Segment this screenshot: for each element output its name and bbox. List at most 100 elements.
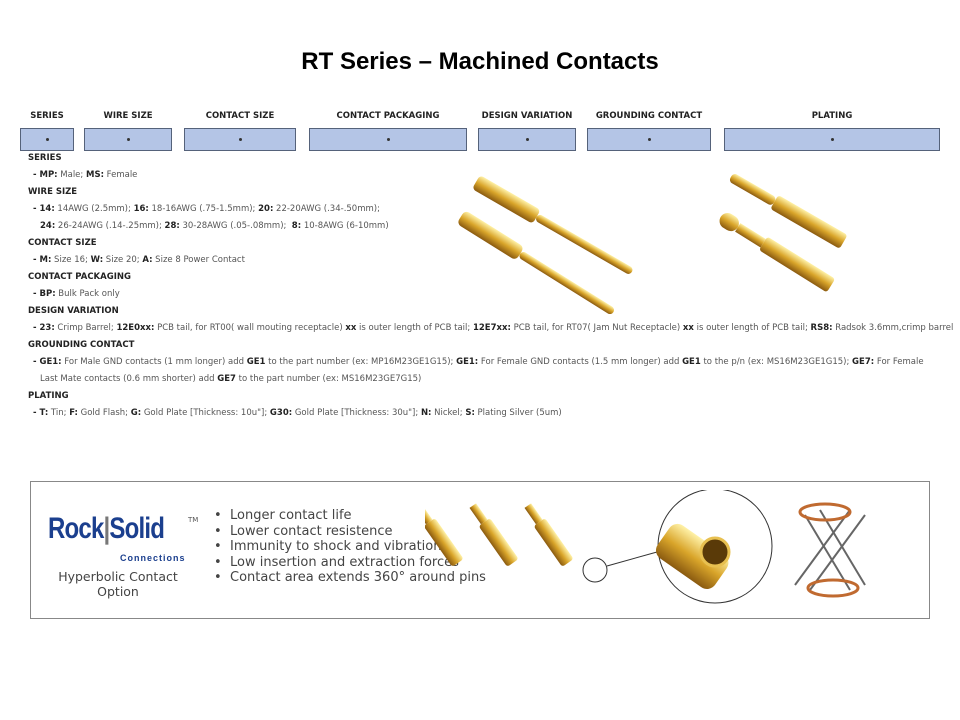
code-description: Bulk Pack only xyxy=(55,289,120,299)
code-description: is outer length of PCB tail; xyxy=(356,323,473,333)
code-label: MS: xyxy=(85,170,104,180)
field-header-design-variation: DESIGN VARIATION xyxy=(481,111,573,121)
code-label: 24: xyxy=(40,221,56,231)
page-title: RT Series – Machined Contacts xyxy=(301,48,659,75)
code-label: - MP: xyxy=(33,170,58,180)
section-line: - BP: Bulk Pack only xyxy=(33,289,120,299)
bullet-item: Lower contact resistence xyxy=(214,524,486,540)
code-label: N: xyxy=(420,408,432,418)
bullet-item: Low insertion and extraction forces xyxy=(214,555,486,571)
section-line: - GE1: For Male GND contacts (1 mm longe… xyxy=(33,357,924,367)
logo-connections: Connections xyxy=(120,553,186,563)
section-line: - MP: Male; MS: Female xyxy=(33,170,137,180)
code-label: - BP: xyxy=(33,289,56,299)
code-label: - M: xyxy=(33,255,52,265)
section-heading: PLATING xyxy=(28,391,69,401)
logo-trademark: TM xyxy=(188,516,199,524)
code-label: 16: xyxy=(133,204,149,214)
code-label: 28: xyxy=(164,221,180,231)
field-header-grounding-contact: GROUNDING CONTACT xyxy=(595,111,703,121)
rocksolid-logo: Rock|Solid xyxy=(48,512,165,545)
code-description: Size 20; xyxy=(103,255,143,265)
code-description: Gold Flash; xyxy=(77,408,131,418)
code-label: GE1 xyxy=(682,357,701,367)
code-description: to the part number (ex: MS16M23GE7G15) xyxy=(235,374,422,384)
code-description: Tin; xyxy=(48,408,70,418)
section-line: Last Mate contacts (0.6 mm shorter) add … xyxy=(40,374,421,384)
hyperbolic-contact-panel xyxy=(30,481,930,619)
code-description: 30-28AWG (.05-.08mm); xyxy=(179,221,292,231)
code-label: G30: xyxy=(269,408,293,418)
code-label: 12E0xx: xyxy=(116,323,155,333)
section-line: 24: 26-24AWG (.14-.25mm); 28: 30-28AWG (… xyxy=(40,221,389,231)
bullet-item: Contact area extends 360° around pins xyxy=(214,570,486,586)
code-label: GE7 xyxy=(217,374,236,384)
section-heading: CONTACT PACKAGING xyxy=(28,272,131,282)
code-description: 26-24AWG (.14-.25mm); xyxy=(55,221,165,231)
section-line: - T: Tin; F: Gold Flash; G: Gold Plate [… xyxy=(33,408,562,418)
code-label: W: xyxy=(90,255,104,265)
code-label: S: xyxy=(465,408,475,418)
section-line: - M: Size 16; W: Size 20; A: Size 8 Powe… xyxy=(33,255,245,265)
code-label: 12E7xx: xyxy=(472,323,511,333)
code-description: Last Mate contacts (0.6 mm shorter) add xyxy=(40,374,218,384)
section-heading: GROUNDING CONTACT xyxy=(28,340,135,350)
section-heading: WIRE SIZE xyxy=(28,187,78,197)
code-label: A: xyxy=(142,255,153,265)
code-description: Nickel; xyxy=(431,408,466,418)
field-box-contact-packaging xyxy=(309,128,467,151)
code-description: Gold Plate [Thickness: 30u"]; xyxy=(292,408,421,418)
code-label: - 14: xyxy=(33,204,55,214)
code-description: For Male GND contacts (1 mm longer) add xyxy=(61,357,247,367)
code-label: RS8: xyxy=(810,323,833,333)
code-description: 22-20AWG (.34-.50mm); xyxy=(273,204,380,214)
code-label: GE7: xyxy=(852,357,875,367)
field-box-plating xyxy=(724,128,940,151)
code-description: is outer length of PCB tail; xyxy=(693,323,811,333)
hyperbolic-contacts-image xyxy=(425,490,866,604)
section-heading: DESIGN VARIATION xyxy=(28,306,119,316)
code-label: - 23: xyxy=(33,323,55,333)
code-description: to the part number (ex: MP16M23GE1G15); xyxy=(265,357,457,367)
feature-bullets: Longer contact life Lower contact resist… xyxy=(214,508,486,586)
code-description: Male; xyxy=(57,170,86,180)
field-box-wire-size xyxy=(84,128,172,151)
code-label: xx xyxy=(345,323,357,333)
code-description: PCB tail, for RT07( Jam Nut Receptacle) xyxy=(510,323,683,333)
code-label: GE1: xyxy=(456,357,479,367)
code-label: - GE1: xyxy=(33,357,62,367)
contact-pins-image xyxy=(458,174,847,315)
field-box-series xyxy=(20,128,74,151)
section-line: - 14: 14AWG (2.5mm); 16: 18-16AWG (.75-1… xyxy=(33,204,380,214)
field-header-contact-packaging: CONTACT PACKAGING xyxy=(336,111,440,121)
code-description: Female xyxy=(103,170,138,180)
code-description: Radsok 3.6mm,crimp barrel xyxy=(832,323,954,333)
section-heading: SERIES xyxy=(28,153,62,163)
field-box-grounding-contact xyxy=(587,128,711,151)
field-header-series: SERIES xyxy=(30,111,64,121)
field-box-design-variation xyxy=(478,128,576,151)
code-description: Size 8 Power Contact xyxy=(152,255,245,265)
code-label: 20: xyxy=(258,204,274,214)
code-label: F: xyxy=(69,408,78,418)
section-heading: CONTACT SIZE xyxy=(28,238,97,248)
code-description: Plating Silver (5um) xyxy=(474,408,562,418)
hyperbolic-caption: Hyperbolic Contact Option xyxy=(58,569,178,599)
section-line: - 23: Crimp Barrel; 12E0xx: PCB tail, fo… xyxy=(33,323,953,333)
code-label: - T: xyxy=(33,408,49,418)
code-description: Crimp Barrel; xyxy=(54,323,117,333)
field-header-wire-size: WIRE SIZE xyxy=(103,111,153,121)
field-header-contact-size: CONTACT SIZE xyxy=(205,111,275,121)
code-description: For Female GND contacts (1.5 mm longer) … xyxy=(478,357,683,367)
bullet-item: Immunity to shock and vibration xyxy=(214,539,486,555)
code-description: Size 16; xyxy=(51,255,91,265)
code-description: For Female xyxy=(874,357,924,367)
code-description: 14AWG (2.5mm); xyxy=(54,204,134,214)
code-label: xx xyxy=(682,323,694,333)
field-box-contact-size xyxy=(184,128,296,151)
code-description: 10-8AWG (6-10mm) xyxy=(301,221,389,231)
code-description: Gold Plate [Thickness: 10u"]; xyxy=(141,408,270,418)
code-label: G: xyxy=(130,408,142,418)
code-description: PCB tail, for RT00( wall mouting recepta… xyxy=(154,323,346,333)
